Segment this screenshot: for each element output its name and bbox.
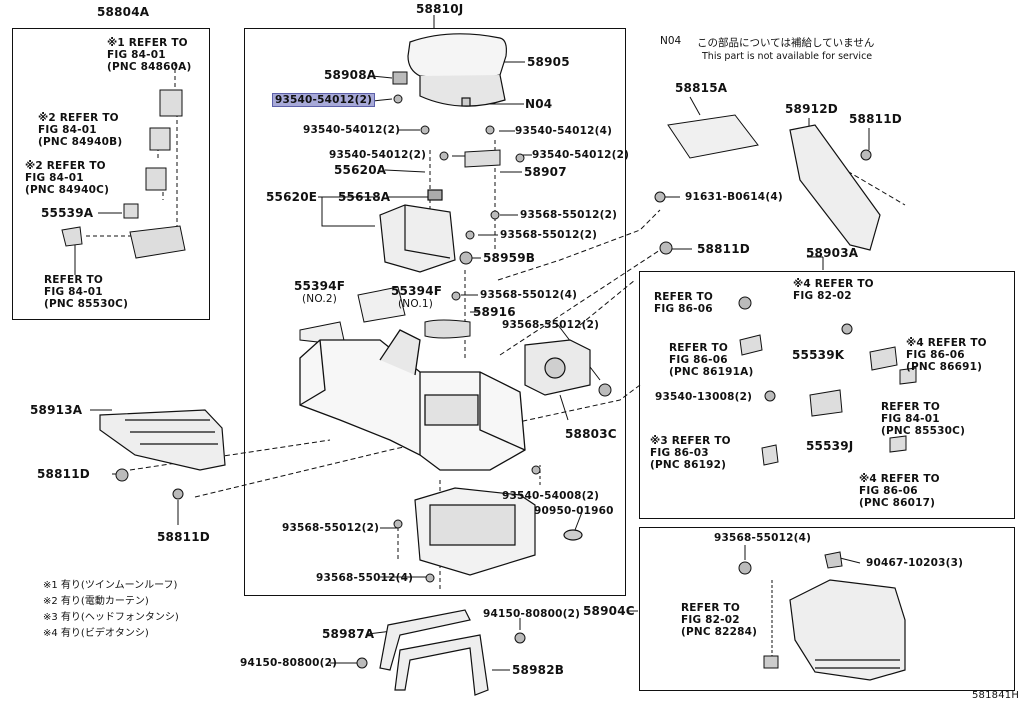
part-label-55620E[interactable]: 55620E — [266, 190, 318, 204]
bolt-label-93540-54012-d[interactable]: 93540-54012(2) — [532, 149, 630, 161]
part-label-58907[interactable]: 58907 — [524, 165, 567, 179]
bolt-label-93540-54012-b[interactable]: 93540-54012(4) — [515, 125, 613, 137]
bolt-label-93568-55012-c[interactable]: 93568-55012(4) — [480, 289, 578, 301]
bolt-label-93540-54012-c[interactable]: 93540-54012(2) — [329, 149, 427, 161]
part-label-91631-B0614[interactable]: 91631-B0614(4) — [685, 191, 783, 203]
diagram-ref-code: 581841H — [972, 690, 1020, 701]
part-label-58916[interactable]: 58916 — [473, 305, 516, 319]
part-label-58803C[interactable]: 58803C — [565, 427, 617, 441]
bolt-label-93568-55012-b[interactable]: 93568-55012(2) — [500, 229, 598, 241]
ref-label-fig-86-06[interactable]: REFER TO FIG 86-06 — [654, 291, 714, 315]
part-label-90467-10203[interactable]: 90467-10203(3) — [866, 557, 964, 569]
bolt-label-93540-54012-a[interactable]: 93540-54012(2) — [303, 124, 401, 136]
part-label-58811D-c[interactable]: 58811D — [849, 112, 902, 126]
part-label-58987A[interactable]: 58987A — [322, 627, 375, 641]
legend-item: ※3 有り(ヘッドフォンタンシ) — [43, 612, 179, 623]
part-label-90950-01960[interactable]: 90950-01960 — [534, 505, 614, 517]
legend-item: ※4 有り(ビデオタンシ) — [43, 628, 149, 639]
bolt-label-93568-55012-f[interactable]: 93568-55012(4) — [316, 572, 414, 584]
bolt-label-93568-55012-g[interactable]: 93568-55012(4) — [714, 532, 812, 544]
part-sub-label-no2: (NO.2) — [302, 293, 338, 305]
part-label-55394F-no1[interactable]: 55394F — [391, 284, 443, 298]
legend-item: ※1 有り(ツインムーンルーフ) — [43, 580, 178, 591]
part-label-58913A[interactable]: 58913A — [30, 403, 83, 417]
frame-58904C — [639, 527, 1015, 691]
ref-label-84940C[interactable]: ※2 REFER TO FIG 84-01 (PNC 84940C) — [25, 160, 110, 196]
part-label-58912D[interactable]: 58912D — [785, 102, 838, 116]
part-label-58811D-a[interactable]: 58811D — [37, 467, 90, 481]
notice-en: This part is not available for service — [702, 51, 873, 62]
part-label-55620A[interactable]: 55620A — [334, 163, 387, 177]
part-label-58982B[interactable]: 58982B — [512, 663, 565, 677]
ref-label-86017[interactable]: ※4 REFER TO FIG 86-06 (PNC 86017) — [859, 473, 940, 509]
part-label-58804A[interactable]: 58804A — [97, 5, 150, 19]
ref-label-85530C-left[interactable]: REFER TO FIG 84-01 (PNC 85530C) — [44, 274, 129, 310]
legend-item: ※2 有り(電動カーテン) — [43, 596, 149, 607]
part-label-55539A[interactable]: 55539A — [41, 206, 94, 220]
part-label-58811D-b[interactable]: 58811D — [157, 530, 210, 544]
part-label-58903A[interactable]: 58903A — [806, 246, 859, 260]
notice-code: N04 — [660, 35, 682, 47]
frame-58903A — [639, 271, 1015, 519]
part-label-58810J[interactable]: 58810J — [416, 2, 464, 16]
bolt-label-93568-55012-e[interactable]: 93568-55012(2) — [282, 522, 380, 534]
ref-label-86191A[interactable]: REFER TO FIG 86-06 (PNC 86191A) — [669, 342, 754, 378]
bolt-label-93540-54008[interactable]: 93540-54008(2) — [502, 490, 600, 502]
ref-label-85530C-right[interactable]: REFER TO FIG 84-01 (PNC 85530C) — [881, 401, 966, 437]
part-label-58959B[interactable]: 58959B — [483, 251, 536, 265]
part-label-58908A[interactable]: 58908A — [324, 68, 377, 82]
part-label-93540-54012-highlighted[interactable]: 93540-54012(2) — [271, 93, 376, 107]
bolt-label-93540-13008[interactable]: 93540-13008(2) — [655, 391, 753, 403]
part-sub-label-no1: (NO.1) — [398, 298, 434, 310]
part-label-55539J[interactable]: 55539J — [806, 439, 854, 453]
part-label-58815A[interactable]: 58815A — [675, 81, 728, 95]
ref-label-84940B[interactable]: ※2 REFER TO FIG 84-01 (PNC 84940B) — [38, 112, 123, 148]
ref-label-84860A[interactable]: ※1 REFER TO FIG 84-01 (PNC 84860A) — [107, 37, 192, 73]
notice-jp: この部品については補給していません — [697, 37, 875, 49]
part-label-58904C[interactable]: 58904C — [583, 604, 635, 618]
part-label-58811D-d[interactable]: 58811D — [697, 242, 750, 256]
legend: ※1 有り(ツインムーンルーフ) ※2 有り(電動カーテン) ※3 有り(ヘッド… — [43, 578, 179, 642]
frame-58810J — [244, 28, 626, 596]
nut-label-94150-80800-a[interactable]: 94150-80800(2) — [483, 608, 581, 620]
part-label-55394F-no2[interactable]: 55394F — [294, 279, 346, 293]
ref-label-86192[interactable]: ※3 REFER TO FIG 86-03 (PNC 86192) — [650, 435, 731, 471]
ref-label-86691[interactable]: ※4 REFER TO FIG 86-06 (PNC 86691) — [906, 337, 987, 373]
part-label-N04[interactable]: N04 — [525, 97, 553, 111]
part-label-58905[interactable]: 58905 — [527, 55, 570, 69]
bolt-label-93568-55012-a[interactable]: 93568-55012(2) — [520, 209, 618, 221]
part-label-55539K[interactable]: 55539K — [792, 348, 845, 362]
bolt-label-93568-55012-d[interactable]: 93568-55012(2) — [502, 319, 600, 331]
part-label-55618A[interactable]: 55618A — [338, 190, 391, 204]
frame-58804A — [12, 28, 210, 320]
ref-label-82284[interactable]: REFER TO FIG 82-02 (PNC 82284) — [681, 602, 758, 638]
ref-label-fig-82-02[interactable]: ※4 REFER TO FIG 82-02 — [793, 278, 874, 302]
nut-label-94150-80800-b[interactable]: 94150-80800(2) — [240, 657, 338, 669]
